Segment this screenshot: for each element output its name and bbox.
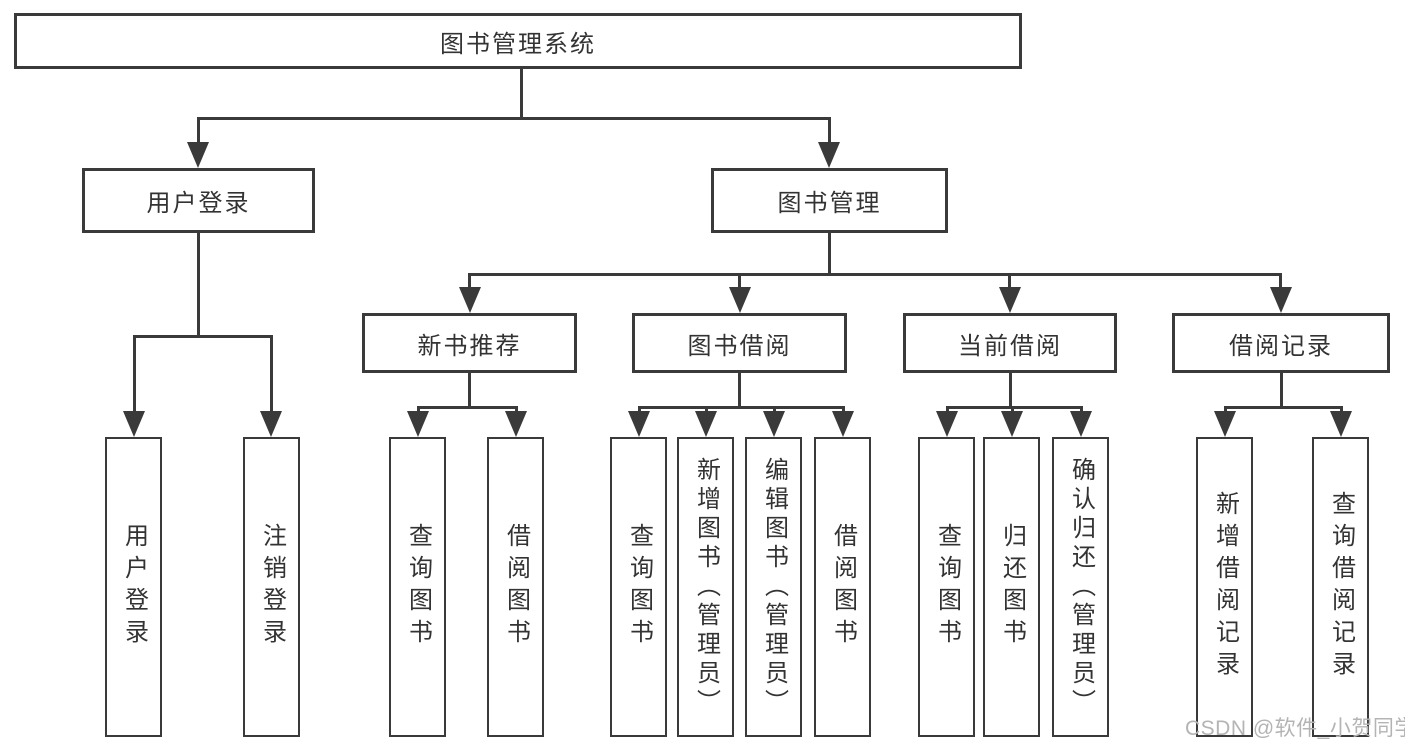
leaf-label: 查询图书	[404, 523, 432, 651]
connector-line-v	[417, 406, 420, 414]
arrow-down-icon	[123, 411, 145, 437]
arrow-down-icon	[459, 287, 481, 313]
node-book-borrowing: 图书借阅	[632, 313, 847, 373]
leaf-label: 注销登录	[258, 523, 286, 651]
arrow-down-icon	[729, 287, 751, 313]
connector-line-v	[738, 373, 741, 406]
node-user-login: 用户登录	[82, 168, 315, 233]
connector-line-h	[133, 335, 273, 338]
leaf-label: 查询借阅记录	[1327, 491, 1355, 683]
node-leaf-return-books: 归还图书	[983, 437, 1040, 737]
arrow-down-icon	[832, 411, 854, 437]
connector-line-v	[1280, 373, 1283, 406]
node-leaf-query-books: 查询图书	[389, 437, 446, 737]
arrow-down-icon	[936, 411, 958, 437]
connector-line-v	[197, 117, 200, 145]
watermark: CSDN @软件_小贺同学	[1185, 717, 1405, 740]
arrow-down-icon	[763, 411, 785, 437]
node-leaf-borrow-books: 借阅图书	[814, 437, 871, 737]
connector-line-v	[468, 273, 471, 289]
arrow-down-icon	[1001, 411, 1023, 437]
node-leaf-logout: 注销登录	[243, 437, 300, 737]
connector-line-v	[738, 273, 741, 289]
connector-line-v	[520, 69, 523, 117]
node-leaf-confirm-return-admin: 确认归还（管理员）	[1052, 437, 1109, 737]
arrow-down-icon	[818, 142, 840, 168]
connector-line-v	[1224, 406, 1227, 414]
connector-line-v	[1340, 406, 1343, 414]
leaf-label: 确认归还（管理员）	[1067, 456, 1095, 718]
arrow-down-icon	[260, 411, 282, 437]
arrow-down-icon	[505, 411, 527, 437]
node-current-borrowing: 当前借阅	[903, 313, 1117, 373]
connector-line-v	[1080, 406, 1083, 414]
connector-line-h	[1224, 406, 1343, 409]
leaf-label: 新增图书（管理员）	[692, 456, 720, 718]
leaf-label: 查询图书	[933, 523, 961, 651]
connector-line-v	[270, 335, 273, 413]
connector-line-h	[417, 406, 518, 409]
connector-line-v	[197, 233, 200, 335]
connector-line-v	[515, 406, 518, 414]
connector-line-h	[197, 117, 831, 120]
node-library-management-system: 图书管理系统	[14, 13, 1022, 69]
connector-line-v	[828, 233, 831, 273]
node-book-management: 图书管理	[711, 168, 948, 233]
node-leaf-add-borrow-record: 新增借阅记录	[1196, 437, 1253, 737]
arrow-down-icon	[1330, 411, 1352, 437]
arrow-down-icon	[628, 411, 650, 437]
leaf-label: 编辑图书（管理员）	[760, 456, 788, 718]
leaf-label: 归还图书	[998, 523, 1026, 651]
leaf-label: 查询图书	[625, 523, 653, 651]
arrow-down-icon	[407, 411, 429, 437]
node-leaf-query-borrow-record: 查询借阅记录	[1312, 437, 1369, 737]
connector-line-h	[638, 406, 845, 409]
connector-line-v	[705, 406, 708, 414]
node-leaf-query-books: 查询图书	[918, 437, 975, 737]
arrow-down-icon	[1270, 287, 1292, 313]
leaf-label: 借阅图书	[829, 523, 857, 651]
connector-line-v	[133, 335, 136, 413]
connector-line-v	[773, 406, 776, 414]
connector-line-v	[828, 117, 831, 145]
connector-line-v	[638, 406, 641, 414]
connector-line-v	[946, 406, 949, 414]
leaf-label: 借阅图书	[502, 523, 530, 651]
leaf-label: 新增借阅记录	[1211, 491, 1239, 683]
arrow-down-icon	[1214, 411, 1236, 437]
node-leaf-add-books-admin: 新增图书（管理员）	[677, 437, 734, 737]
node-new-book-recommendation: 新书推荐	[362, 313, 577, 373]
arrow-down-icon	[695, 411, 717, 437]
node-leaf-edit-books-admin: 编辑图书（管理员）	[745, 437, 802, 737]
node-borrowing-records: 借阅记录	[1172, 313, 1390, 373]
connector-line-v	[1011, 406, 1014, 414]
connector-line-v	[1008, 273, 1011, 289]
connector-line-v	[468, 373, 471, 406]
connector-line-h	[946, 406, 1083, 409]
arrow-down-icon	[187, 142, 209, 168]
node-leaf-query-books: 查询图书	[610, 437, 667, 737]
node-leaf-borrow-books: 借阅图书	[487, 437, 544, 737]
connector-line-v	[1279, 273, 1282, 289]
connector-line-v	[842, 406, 845, 414]
arrow-down-icon	[1070, 411, 1092, 437]
connector-line-v	[1009, 373, 1012, 406]
connector-line-h	[468, 273, 1281, 276]
arrow-down-icon	[999, 287, 1021, 313]
leaf-label: 用户登录	[120, 523, 148, 651]
node-leaf-user-login: 用户登录	[105, 437, 162, 737]
